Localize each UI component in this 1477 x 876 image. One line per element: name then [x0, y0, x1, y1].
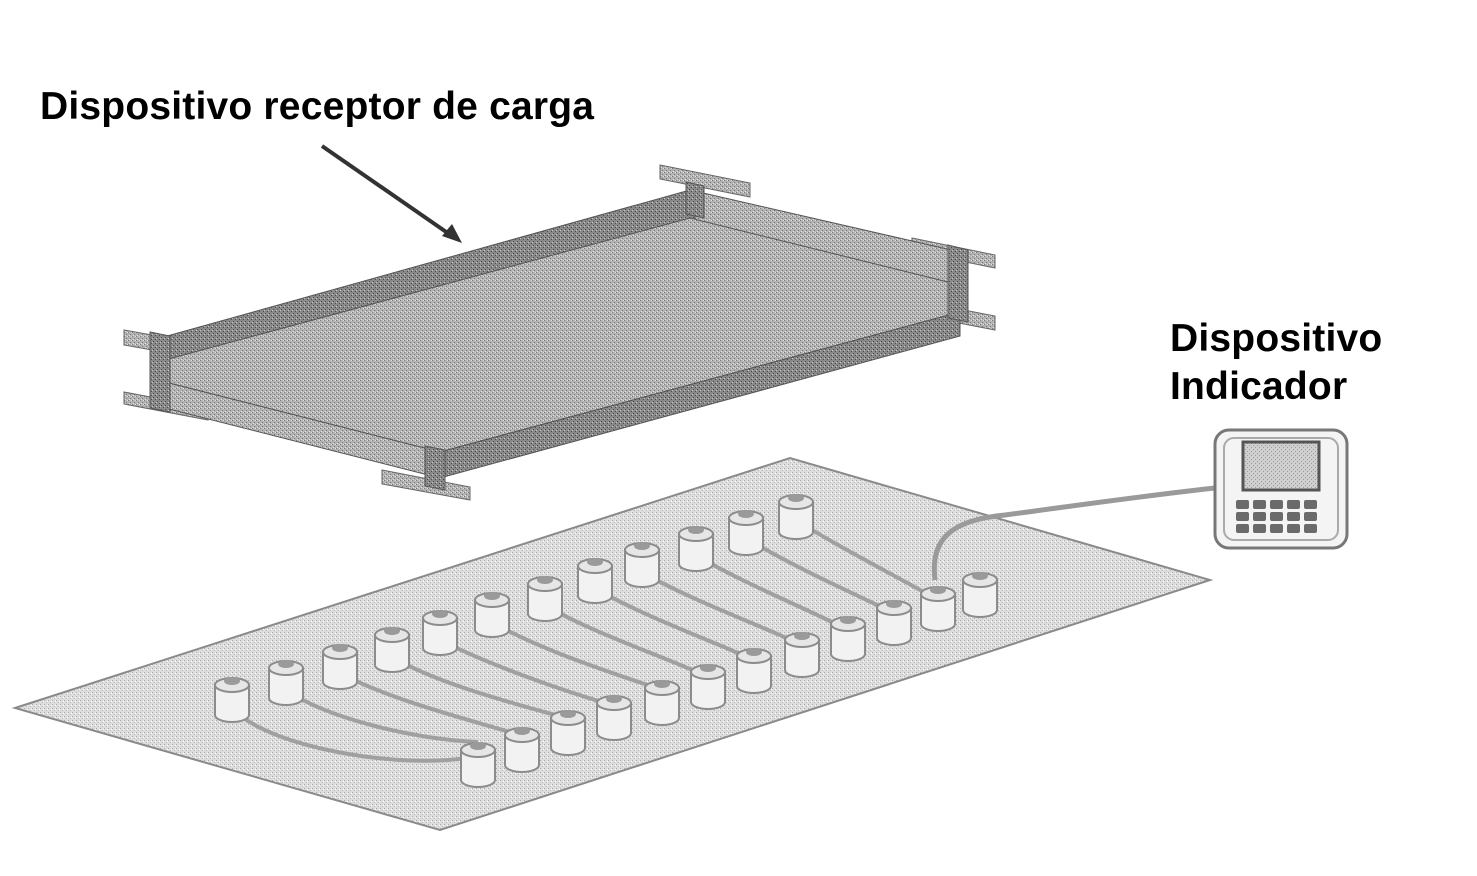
load-cell-icon [527, 576, 563, 622]
load-cell-icon [644, 680, 680, 726]
load-cell-icon [322, 644, 358, 690]
load-cell-icon [920, 586, 956, 632]
indicator-device-label: Dispositivo Indicador [1170, 315, 1382, 411]
indicator-keypad [1236, 500, 1317, 533]
indicator-label-line1: Dispositivo [1170, 317, 1383, 360]
load-cell-icon [268, 660, 304, 706]
indicator-label-line2: Indicador [1170, 365, 1348, 408]
indicator-cable [931, 485, 1216, 581]
load-receiver-label: Dispositivo receptor de carga [40, 85, 595, 128]
load-cell-icon [577, 558, 613, 604]
load-cell-icon [460, 742, 496, 788]
load-cell-icon [504, 727, 540, 773]
load-cell-icon [214, 677, 250, 723]
load-cell-icon [830, 616, 866, 662]
load-cell-icon [624, 542, 660, 588]
indicator-terminal-icon [1213, 428, 1349, 550]
load-cell-icon [474, 592, 510, 638]
load-cell-icon [690, 664, 726, 710]
load-cell-icon [678, 526, 714, 572]
tray-icon [123, 164, 996, 501]
load-cell-icon [778, 494, 814, 540]
load-cell-icon [728, 510, 764, 556]
load-receiver-pointer-arrow [320, 144, 462, 243]
load-cell-icon [374, 627, 410, 673]
load-cell-icon [422, 610, 458, 656]
load-cell-icon [876, 600, 912, 646]
load-cell-array [214, 494, 998, 788]
load-cell-icon [784, 632, 820, 678]
base-plate [11, 456, 1214, 832]
load-cell-icon [596, 695, 632, 741]
load-cell-icon [962, 572, 998, 618]
load-cell-icon [736, 648, 772, 694]
load-cell-icon [550, 710, 586, 756]
